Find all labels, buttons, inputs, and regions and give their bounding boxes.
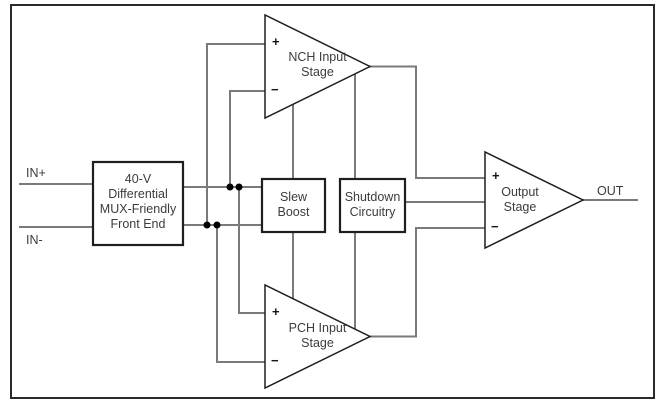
- junction-dot: [235, 183, 243, 191]
- pch-minus-sign: −: [271, 353, 279, 368]
- nch-amp-triangle: [264, 13, 372, 120]
- pch-input-stage-label: PCH Input Stage: [288, 321, 347, 350]
- wire-to-nch-plus: [206, 43, 265, 225]
- junction-dot: [213, 221, 221, 229]
- in-minus-label: IN-: [26, 233, 43, 247]
- diagram-frame: [10, 4, 655, 399]
- output-plus-sign: +: [492, 168, 500, 183]
- pch-plus-sign: +: [272, 304, 280, 319]
- in-plus-label: IN+: [26, 166, 46, 180]
- block-outlines: [91, 160, 407, 247]
- front-end-block-outline: [91, 160, 185, 247]
- nch-minus-sign: −: [271, 82, 279, 97]
- output-stage-label: Output Stage: [501, 185, 539, 214]
- output-minus-sign: −: [491, 219, 499, 234]
- junction-dot: [203, 221, 211, 229]
- junction-dot: [226, 183, 234, 191]
- wires: [19, 43, 638, 363]
- nch-plus-sign: +: [272, 34, 280, 49]
- wire-to-pch-plus: [238, 187, 265, 314]
- wire-nch-to-output-plus: [369, 65, 485, 179]
- wire-to-nch-minus: [229, 90, 265, 187]
- out-label: OUT: [597, 184, 624, 198]
- wire-pch-to-output-minus: [369, 227, 485, 338]
- shutdown-block-outline: [338, 177, 407, 234]
- output-amp-triangle: [484, 150, 585, 250]
- nch-input-stage-label: NCH Input Stage: [288, 50, 347, 79]
- wire-to-pch-minus: [216, 225, 265, 363]
- amplifier-triangles: [264, 13, 585, 390]
- slew-boost-block-outline: [260, 177, 327, 234]
- shutdown-block-label: Shutdown Circuitry: [344, 190, 401, 219]
- slew-boost-block-label: Slew Boost: [277, 190, 310, 219]
- junction-dots: [203, 183, 243, 229]
- front-end-block-label: 40-V Differential MUX-Friendly Front End: [99, 172, 177, 231]
- pch-amp-triangle: [264, 283, 372, 390]
